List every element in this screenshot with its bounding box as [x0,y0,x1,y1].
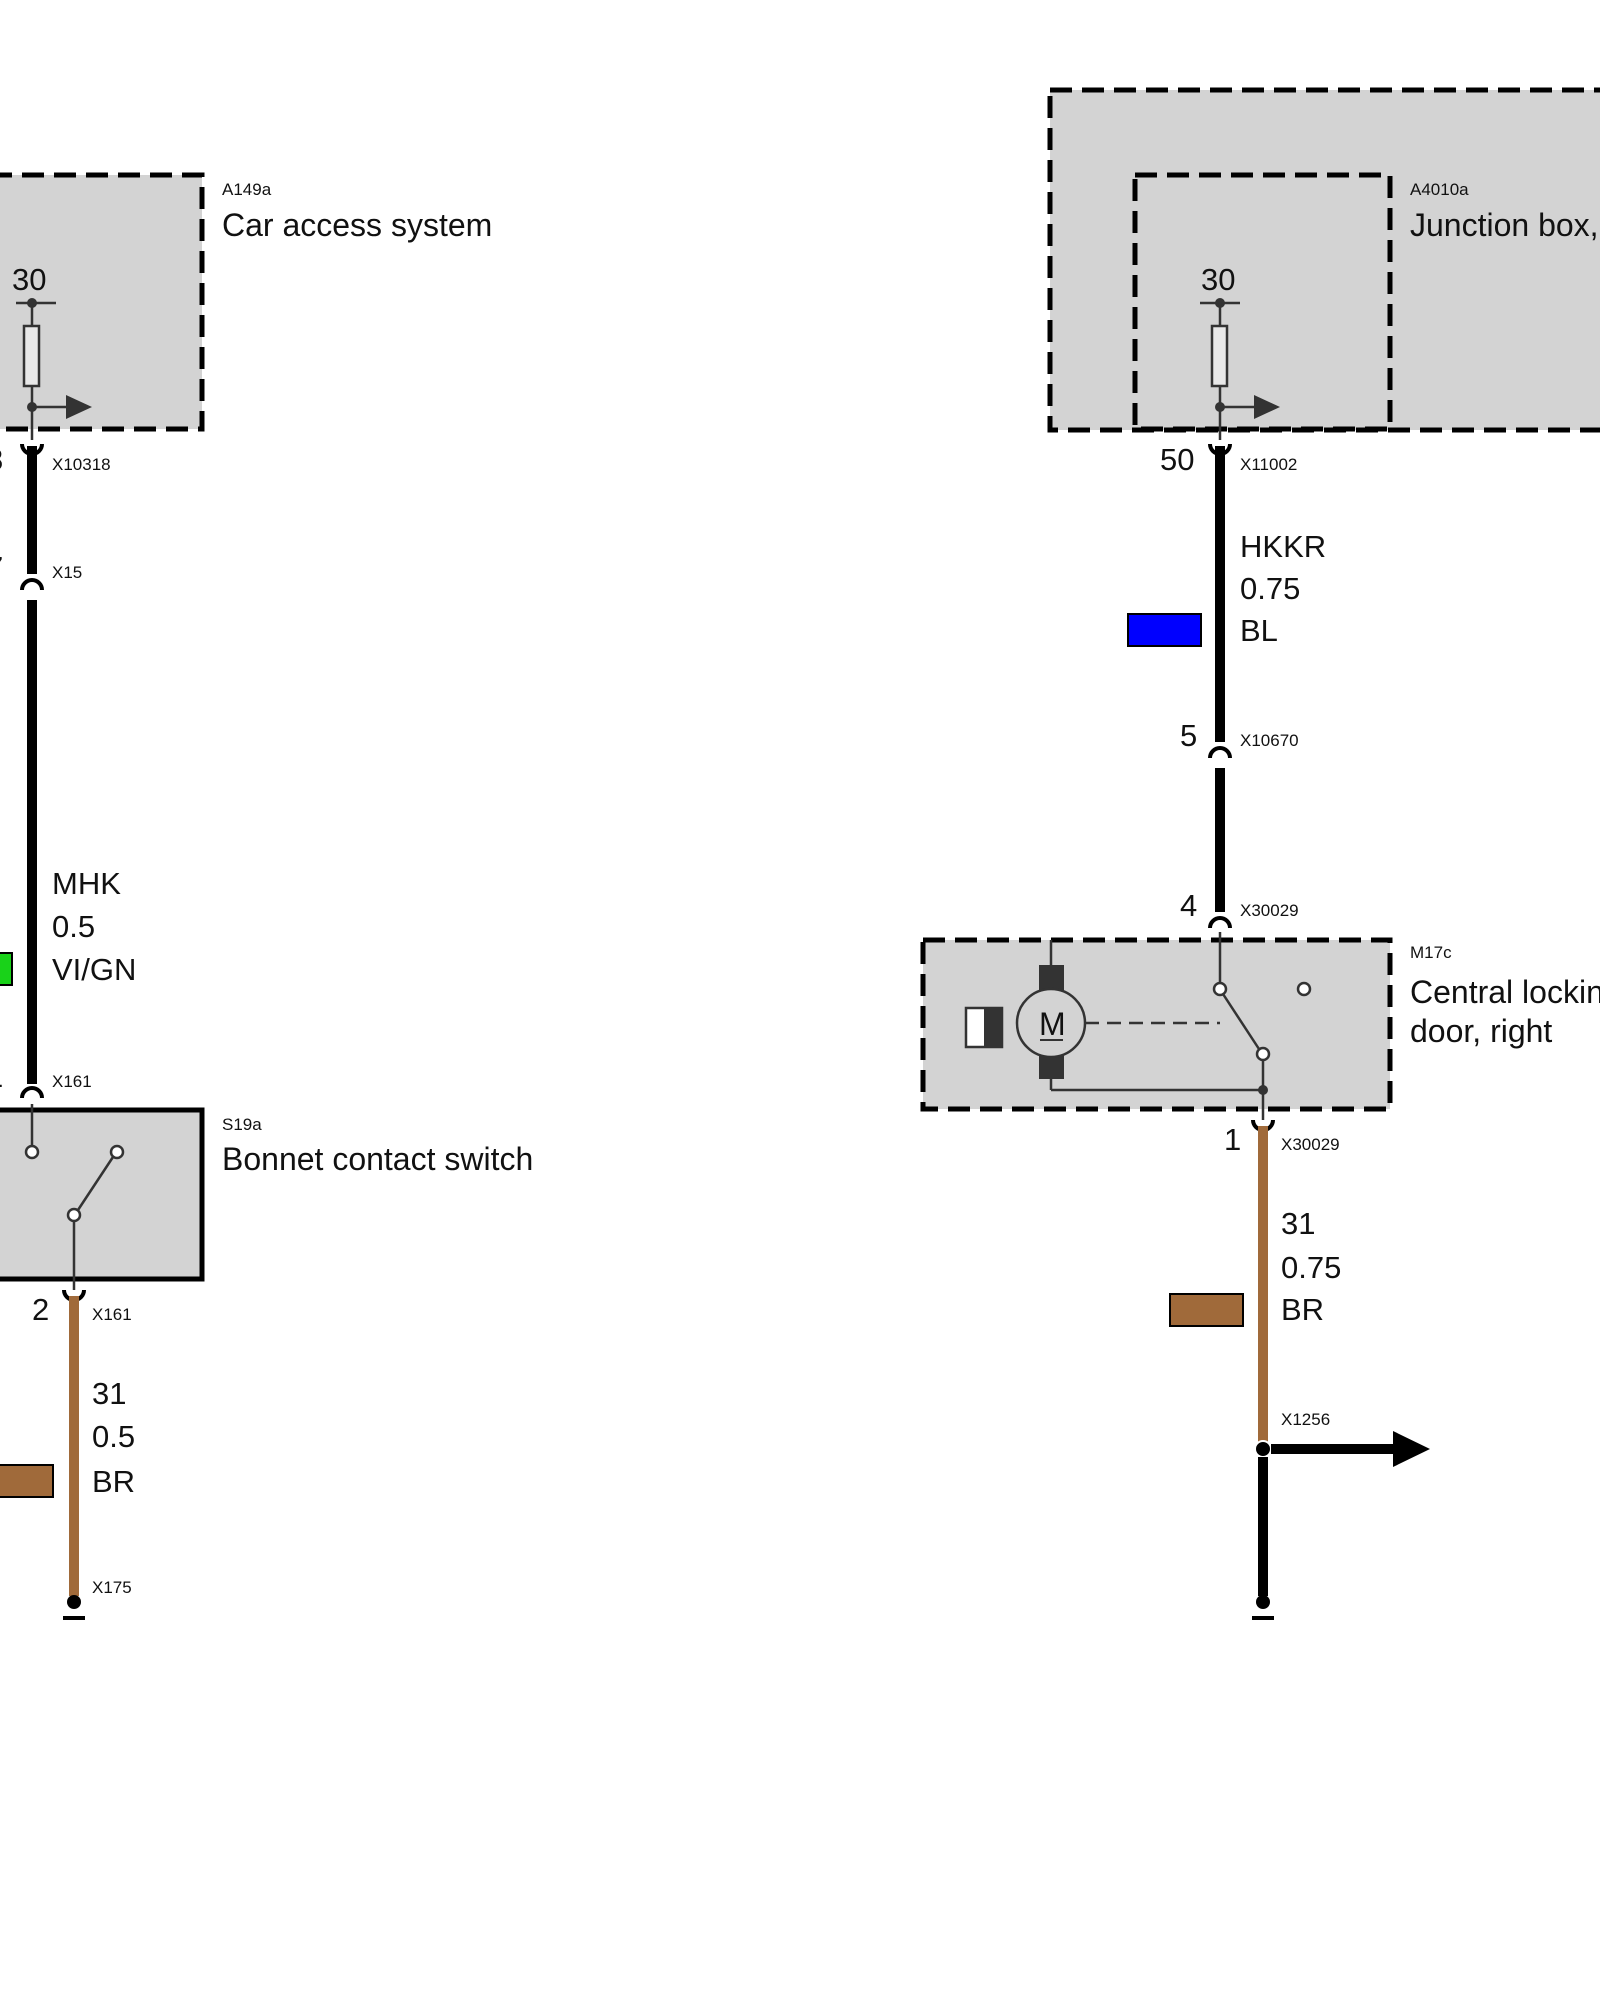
central-locking-module[interactable]: M17c Central lockin door, right M [920,932,1600,1120]
pin-4: 4 [1180,888,1197,923]
wire-hkkr-color: BL [1240,613,1278,648]
wire-hkkr-signal: HKKR [1240,529,1326,564]
splice-node [1254,1440,1272,1458]
switch-contact [24,1144,40,1160]
color-swatch-bl [1127,613,1202,647]
car-access-id: A149a [222,180,272,199]
continuation-arrow-icon[interactable] [1393,1431,1430,1467]
output-arrow-icon [1254,395,1280,419]
connector-x161-bottom: X161 [92,1305,132,1324]
connector-x30029-bottom: X30029 [1281,1135,1340,1154]
bonnet-switch-id: S19a [222,1115,262,1134]
connector-x175: X175 [92,1578,132,1597]
switch-junction-node [1258,1085,1268,1095]
wire-ground-right-gauge: 0.75 [1281,1250,1341,1285]
resistor-symbol [1210,324,1229,388]
connector-x161-top: X161 [52,1072,92,1091]
switch-contact [1212,981,1228,997]
junction-box-name: Junction box, [1410,207,1599,243]
color-swatch-br-right [1169,1293,1244,1327]
wire-mhk-color: VI/GN [52,952,136,987]
motor-symbol: M [1039,1006,1066,1042]
ground-node [67,1595,81,1609]
central-locking-name-2: door, right [1410,1013,1552,1049]
pin-7: 7 [0,550,3,585]
pin-8: 8 [0,442,3,477]
left-circuit: A149a Car access system 30 8 X10318 7 X1… [0,172,533,1620]
car-access-name: Car access system [222,207,492,243]
pin-1: 1 [0,1059,3,1094]
wire-ground-right-signal: 31 [1281,1206,1315,1241]
pin-2: 2 [32,1292,49,1327]
wire-ground-left-color: BR [92,1464,135,1499]
wire-ground-left-gauge: 0.5 [92,1419,135,1454]
connector-x10318: X10318 [52,455,111,474]
connector-x10670: X10670 [1240,731,1299,750]
switch-contact [1296,981,1312,997]
wire-ground-left-signal: 31 [92,1376,126,1411]
bonnet-switch-box[interactable] [0,1107,205,1282]
wire-mhk-signal: MHK [52,866,121,901]
switch-lever [76,1156,115,1211]
switch-pivot [66,1207,82,1223]
pin-1-right: 1 [1224,1122,1241,1157]
pin-50: 50 [1160,442,1194,477]
connector-x1256: X1256 [1281,1410,1330,1429]
connector-x161-top-hook [20,1086,44,1099]
junction-terminal: 30 [1201,262,1235,297]
car-access-module[interactable]: A149a Car access system 30 [0,172,492,440]
wire-ground-right-color: BR [1281,1292,1324,1327]
wire-hkkr-gauge: 0.75 [1240,571,1300,606]
switch-contact [109,1144,125,1160]
pin-5: 5 [1180,718,1197,753]
connector-x11002: X11002 [1240,455,1297,474]
car-access-terminal: 30 [12,262,46,297]
resistor-symbol [22,324,41,388]
switch-lever [1221,993,1261,1050]
ground-node [1256,1595,1270,1609]
central-locking-id: M17c [1410,943,1452,962]
color-swatch-vi-gn [0,952,13,986]
connector-x15-hook [20,578,44,591]
connector-x30029-top-hook [1208,916,1232,929]
wire-mhk-gauge: 0.5 [52,909,95,944]
switch-pivot [1255,1046,1271,1062]
bonnet-switch-name: Bonnet contact switch [222,1141,533,1177]
junction-box-id: A4010a [1410,180,1469,199]
right-circuit: A4010a Junction box, 30 50 X11002 HKKR 0… [920,87,1600,1620]
central-locking-name-1: Central lockin [1410,974,1600,1010]
color-swatch-br-left [0,1464,54,1498]
connector-x10670-hook [1208,746,1232,759]
bonnet-switch-module[interactable]: S19a Bonnet contact switch [0,1104,533,1290]
connector-x30029-top: X30029 [1240,901,1299,920]
output-arrow-icon [66,395,92,419]
lock-icon-fill [984,1008,1002,1047]
connector-x15: X15 [52,563,82,582]
junction-box-module[interactable]: A4010a Junction box, 30 [1047,87,1600,440]
